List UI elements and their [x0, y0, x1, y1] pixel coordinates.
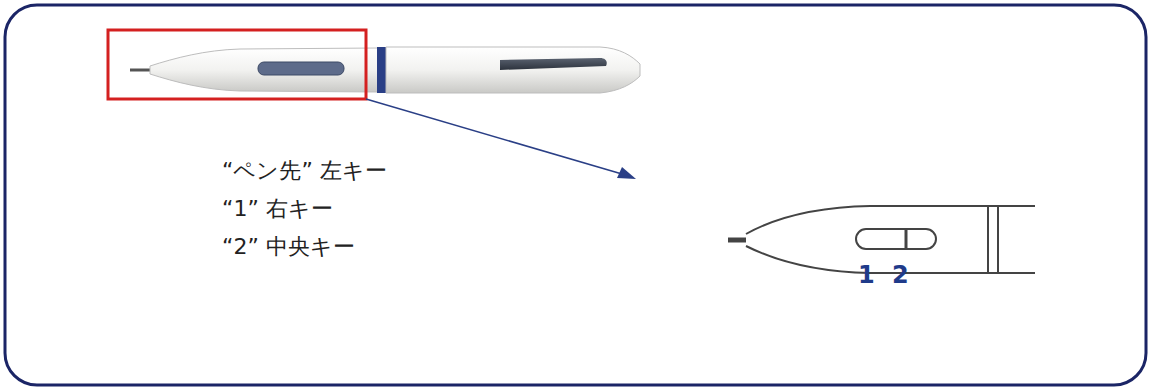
zoom-arrow — [366, 99, 622, 174]
pen — [130, 47, 640, 93]
callout-number: 1 — [858, 262, 875, 288]
pen-tip-outline — [728, 206, 1035, 273]
zoom-arrowhead — [617, 167, 636, 179]
key-label: “2” 中央キー — [222, 234, 355, 260]
key-label: “ペン先” 左キー — [222, 158, 387, 184]
callout-number: 2 — [892, 262, 909, 288]
frame — [5, 5, 1146, 385]
highlight-box — [108, 30, 366, 99]
key-label: “1” 右キー — [222, 196, 333, 222]
